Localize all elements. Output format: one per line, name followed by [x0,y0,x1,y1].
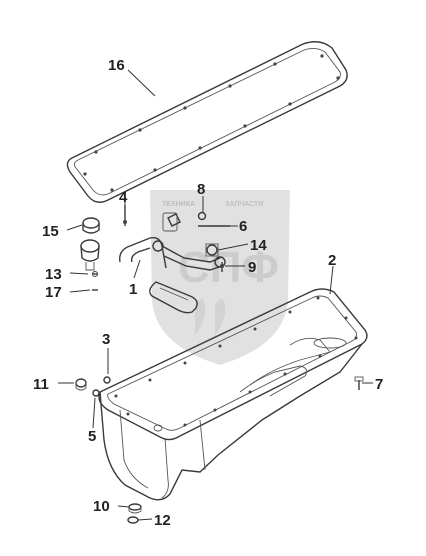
callout-12: 12 [154,512,171,529]
callout-17: 17 [45,284,62,301]
callout-6: 6 [239,218,247,235]
callout-10: 10 [93,498,110,515]
callout-13: 13 [45,266,62,283]
hardware-parts [75,205,364,524]
filler-cap-part [80,217,100,271]
callout-2: 2 [328,252,336,269]
callout-14: 14 [250,237,267,254]
callout-1: 1 [129,281,137,298]
watermark-text-2: ЗАПЧАСТИ [225,201,263,208]
callout-9: 9 [248,259,256,276]
watermark-logo: ТЕХНИКА ЗАПЧАСТИ СПФ [150,190,290,365]
gasket-part [66,41,348,203]
suction-tube-part [119,236,226,314]
callouts: 1 2 3 4 5 6 7 8 9 10 11 12 13 14 15 16 1… [33,57,383,529]
callout-5: 5 [88,428,96,445]
callout-7: 7 [375,376,383,393]
watermark-text-1: ТЕХНИКА [162,201,195,208]
callout-15: 15 [42,223,59,240]
callout-4: 4 [119,189,128,206]
callout-3: 3 [102,331,110,348]
callout-16: 16 [108,57,125,74]
callout-8: 8 [197,181,205,198]
callout-11: 11 [33,376,49,393]
leader-lines [58,69,373,521]
oil-pan-part [98,288,368,501]
